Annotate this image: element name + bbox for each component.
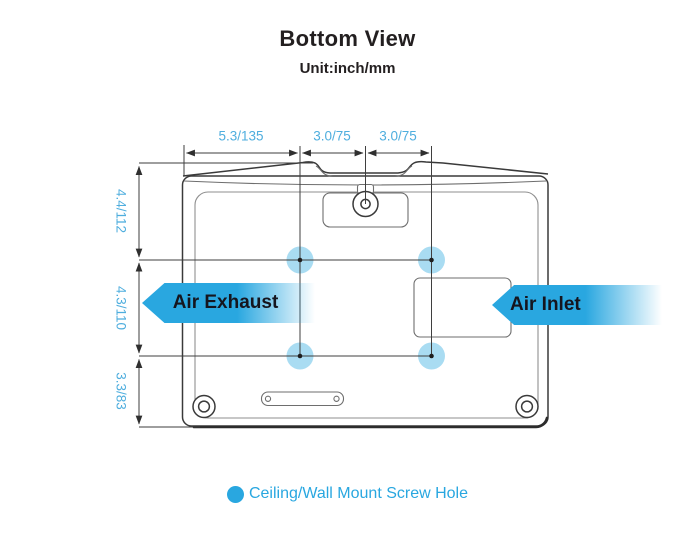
body-shadow-edge [192,416,549,429]
label-plate [260,391,345,407]
rubber-feet [192,394,539,419]
page-title: Bottom View [279,26,416,51]
lens-notch-inner-line [315,165,413,178]
air-inlet-label: Air Inlet [510,294,581,315]
dim-label-width-left: 5.3/135 [218,128,264,144]
dim-label-height-top: 4.4/112 [113,188,129,234]
dimension-lines [135,145,430,428]
dim-label-height-mid: 4.3/110 [113,285,129,331]
screw-hole-legend-icon [226,485,244,503]
dim-label-width-mid: 3.0/75 [313,128,351,144]
air-inlet-callout: Air Inlet [492,285,662,325]
top-profile [182,160,549,177]
legend: Ceiling/Wall Mount Screw Hole [0,485,695,503]
air-exhaust-callout: Air Exhaust [142,283,315,323]
unit-note: Unit:inch/mm [299,60,396,77]
legend-label: Ceiling/Wall Mount Screw Hole [248,485,469,502]
air-exhaust-label: Air Exhaust [172,292,279,313]
dim-label-width-right: 3.0/75 [379,128,417,144]
dim-label-height-bottom: 3.3/83 [113,372,129,410]
